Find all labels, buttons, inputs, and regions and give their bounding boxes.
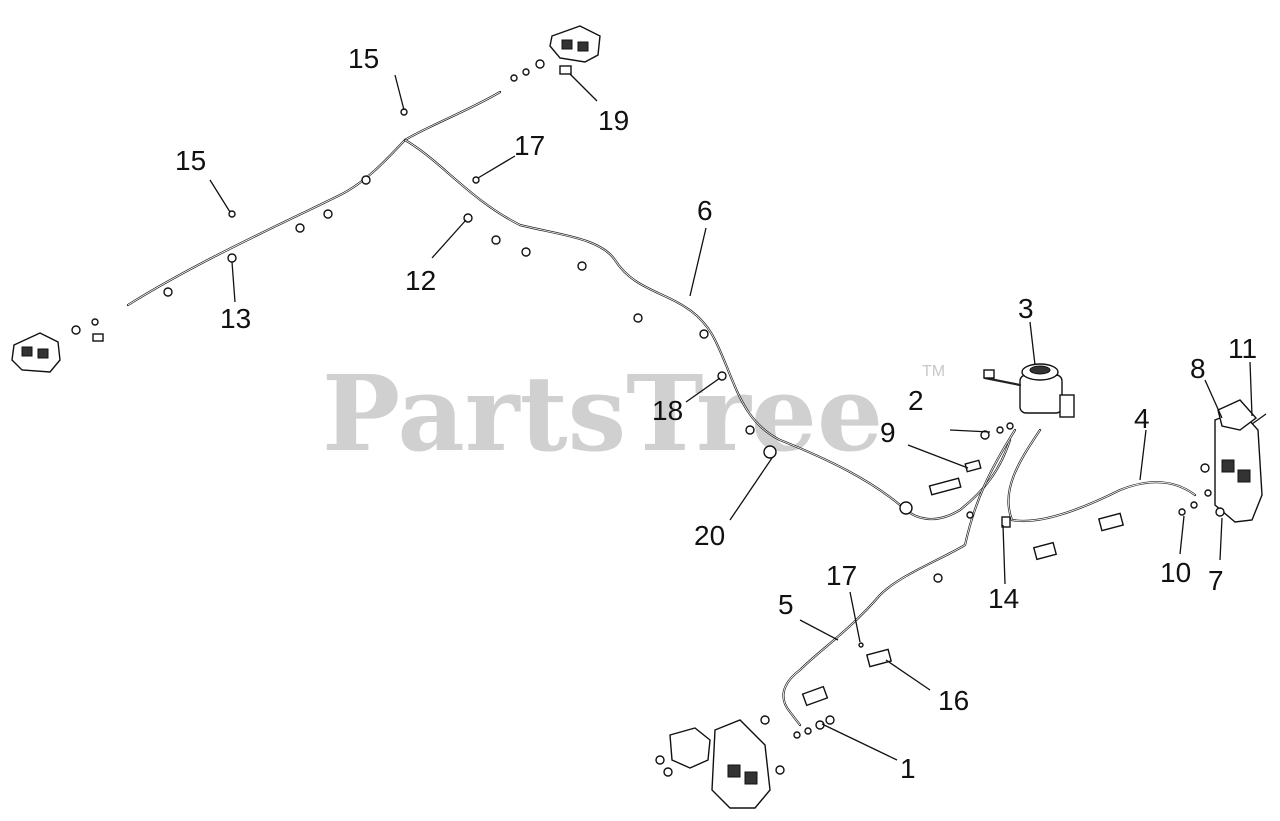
callout-8: 8 (1190, 353, 1206, 384)
line-clips (163, 108, 1125, 707)
callout-2: 2 (908, 385, 924, 416)
callout-12: 12 (405, 265, 436, 296)
watermark-trademark: TM (922, 363, 945, 380)
caliper-top (510, 25, 601, 82)
callout-7: 7 (1208, 565, 1224, 596)
callout-3: 3 (1018, 293, 1034, 324)
callout-14: 14 (988, 583, 1019, 614)
callout-18: 18 (652, 395, 683, 426)
callout-5: 5 (778, 589, 794, 620)
watermark-logo: PartsTree (322, 352, 883, 475)
callout-labels: 1 2 3 4 5 6 7 8 9 10 11 12 13 14 15 15 1… (175, 43, 1257, 784)
callout-20: 20 (694, 520, 725, 551)
callout-13: 13 (220, 303, 251, 334)
callout-6: 6 (697, 195, 713, 226)
callout-19: 19 (598, 105, 629, 136)
caliper-bottom (655, 715, 835, 809)
callout-10: 10 (1160, 557, 1191, 588)
brake-line-upper (126, 90, 502, 307)
brake-line-4 (1007, 428, 1197, 522)
leader-lines (209, 73, 1253, 761)
callout-17-top: 17 (514, 130, 545, 161)
caliper-right (1178, 399, 1267, 523)
callout-15-left: 15 (175, 145, 206, 176)
callout-17-bottom: 17 (826, 560, 857, 591)
callout-11: 11 (1228, 333, 1257, 364)
brake-line-6 (403, 138, 1012, 521)
callout-16: 16 (938, 685, 969, 716)
callout-9: 9 (880, 417, 896, 448)
callout-15-top: 15 (348, 43, 379, 74)
callout-1: 1 (900, 753, 916, 784)
callout-4: 4 (1134, 403, 1150, 434)
master-cylinder (983, 363, 1075, 418)
caliper-left (11, 318, 104, 373)
brake-line-5 (782, 428, 1017, 727)
